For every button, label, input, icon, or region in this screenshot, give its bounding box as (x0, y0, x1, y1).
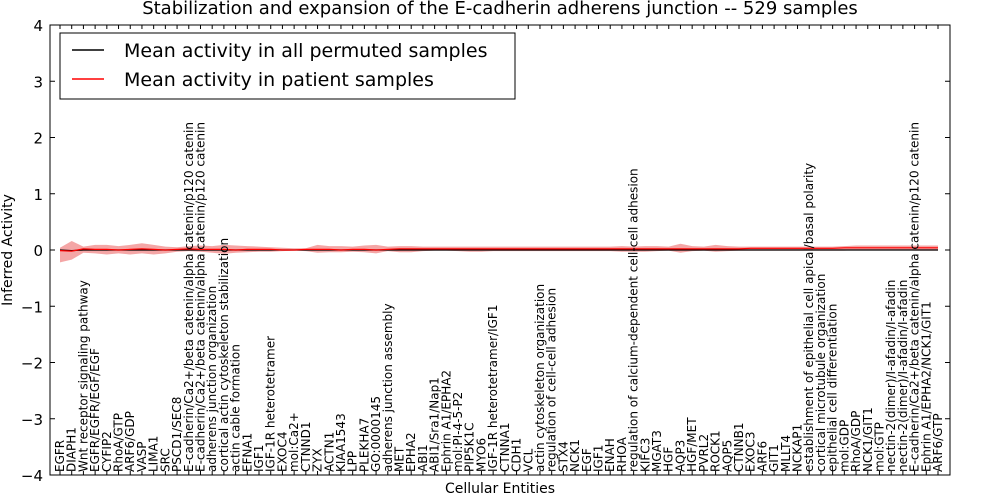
x-tick-label: RHOA (615, 436, 629, 472)
x-tick-label: CTNNB1 (732, 422, 746, 472)
x-tick-label: ARF6 (755, 441, 769, 472)
x-tick-label: CTNNA1 (498, 422, 512, 472)
x-tick-label: NCK1 (568, 439, 582, 472)
y-axis-label: Inferred Activity (0, 194, 16, 306)
x-tick-label: nectin-2(dimer)/I-afadin/I-afadin (896, 280, 910, 472)
x-tick-label: LPP (346, 451, 360, 472)
legend: Mean activity in all permuted samples Me… (59, 32, 516, 100)
x-tick-label: regulation of cell-cell adhesion (545, 288, 559, 472)
y-axis-ticks: −4 −3 −2 −1 0 1 2 3 4 (21, 17, 950, 485)
x-tick-label: Wnt receptor signaling pathway (76, 280, 90, 472)
x-tick-label: EPHA2 (404, 432, 418, 472)
x-tick-label: MYO6 (474, 438, 488, 472)
y-tick-label: 3 (33, 73, 43, 91)
y-tick-label: −1 (21, 298, 43, 316)
x-tick-label: EXOC4 (275, 432, 289, 473)
x-tick-label: Ephrin A1/EPHA2 (439, 370, 453, 472)
y-tick-label: −3 (21, 411, 43, 429)
legend-label-patient: Mean activity in patient samples (124, 69, 434, 91)
x-tick-label: EGF (580, 448, 594, 472)
x-tick-label: mol:GDP (837, 420, 851, 472)
x-tick-label: HGF (662, 447, 676, 472)
x-tick-label: NCKAP1 (791, 424, 805, 472)
x-tick-label: nectin-2(dimer)/I-afadin/I-afadin (884, 280, 898, 472)
x-tick-label: VCL (521, 448, 535, 472)
x-tick-label: KIFC3 (638, 438, 652, 472)
x-tick-label: adherens junction organization (205, 286, 219, 472)
x-tick-label: Ephrin A1/EPHA2/NCK1/GIT1 (919, 301, 933, 472)
x-tick-label: E-cadherin/Ca2+/beta catenin/alpha caten… (194, 122, 208, 472)
y-tick-label: 1 (33, 186, 43, 204)
x-tick-label: ARF6/GTP (931, 413, 945, 472)
x-tick-label: cortical microtubule organization (814, 274, 828, 472)
x-tick-label: PSCD1/SEC8 (170, 397, 184, 472)
x-tick-label: actin cytoskeleton organization (533, 284, 547, 472)
x-tick-label: E-cadherin/Ca2+/beta catenin/alpha caten… (908, 122, 922, 472)
x-tick-label: ABI1/Sra1/Nap1 (428, 377, 442, 472)
x-tick-label: PIP5K1C (463, 422, 477, 472)
x-tick-label: IGF1 (592, 445, 606, 472)
x-tick-label: establishment of epithelial cell apical/… (802, 163, 816, 472)
chart-title: Stabilization and expansion of the E-cad… (142, 0, 858, 19)
x-tick-label: EFNA1 (240, 433, 254, 472)
y-tick-label: 0 (33, 242, 43, 260)
series-lines (59, 247, 938, 252)
x-tick-label: mol:PI-4-5-P2 (451, 392, 465, 472)
y-tick-label: −4 (21, 467, 43, 485)
x-tick-label: ABI1 (416, 444, 430, 472)
x-tick-label: VASP (135, 441, 149, 472)
legend-label-permuted: Mean activity in all permuted samples (124, 40, 487, 62)
x-tick-label: EGFR/EGFR/EGF/EGF (88, 348, 102, 472)
x-tick-label: CTNND1 (299, 421, 313, 472)
x-tick-label: RhoA/GTP (112, 413, 126, 472)
x-tick-label: IGF-1R heterotetramer (264, 336, 278, 472)
x-tick-label: HGF/MET (685, 417, 699, 472)
x-tick-label: STX4 (556, 441, 570, 472)
patient-range-band-area (60, 241, 938, 263)
patient-range-band (60, 241, 938, 263)
x-tick-label: ENAH (603, 438, 617, 472)
x-tick-label: RhoA/GDP (849, 411, 863, 472)
x-tick-label: mol:Ca2+ (287, 412, 301, 472)
x-tick-label: ROCK1 (709, 430, 723, 472)
x-tick-label: GO:0000145 (369, 396, 383, 472)
y-tick-label: 2 (33, 130, 43, 148)
x-tick-label: NCK1/GIT1 (861, 407, 875, 472)
x-tick-label: PVRL2 (697, 434, 711, 472)
x-tick-label: MGAT3 (650, 430, 664, 472)
x-tick-label: CDH1 (510, 438, 524, 472)
series-line-patient (59, 247, 938, 252)
x-tick-label: PLEKHA7 (357, 418, 371, 472)
x-tick-label: ARF6/GDP (123, 411, 137, 472)
x-tick-label: AQP5 (720, 440, 734, 472)
x-tick-label: IGF1 (252, 445, 266, 472)
y-tick-label: 4 (33, 17, 43, 35)
legend-box (59, 32, 516, 100)
x-axis-label: Cellular Entities (445, 481, 555, 497)
x-tick-label: IGF-1R heterotetramer/IGF1 (486, 305, 500, 472)
x-tick-label: E-cadherin/Ca2+/beta catenin/alpha caten… (182, 122, 196, 472)
x-tick-label: AQP3 (674, 440, 688, 472)
x-tick-label: cortical actin cytoskeleton stabilizatio… (217, 238, 231, 472)
x-tick-label: EXOC3 (744, 432, 758, 473)
x-tick-label: KIAA1543 (334, 413, 348, 472)
x-tick-label: mol:GTP (873, 422, 887, 472)
x-tick-label: regulation of calcium-dependent cell-cel… (627, 168, 641, 472)
x-tick-label: CYFIP2 (100, 431, 114, 472)
y-tick-label: −2 (21, 355, 43, 373)
x-tick-label: SRC (158, 448, 172, 472)
x-tick-label: ACTN1 (322, 432, 336, 472)
x-tick-label: actin cable formation (229, 344, 243, 472)
x-tick-label: DIAPH1 (65, 427, 79, 472)
x-tick-label: LIMA1 (147, 436, 161, 472)
x-tick-label: epithelial cell differentiation (826, 304, 840, 472)
x-tick-label: MET (393, 446, 407, 472)
x-tick-label: adherens junction assembly (381, 303, 395, 472)
x-tick-label: ZYX (311, 448, 325, 472)
x-tick-label: MLLT4 (779, 435, 793, 472)
x-tick-label: EGFR (53, 440, 67, 472)
x-tick-label: GIT1 (767, 444, 781, 472)
